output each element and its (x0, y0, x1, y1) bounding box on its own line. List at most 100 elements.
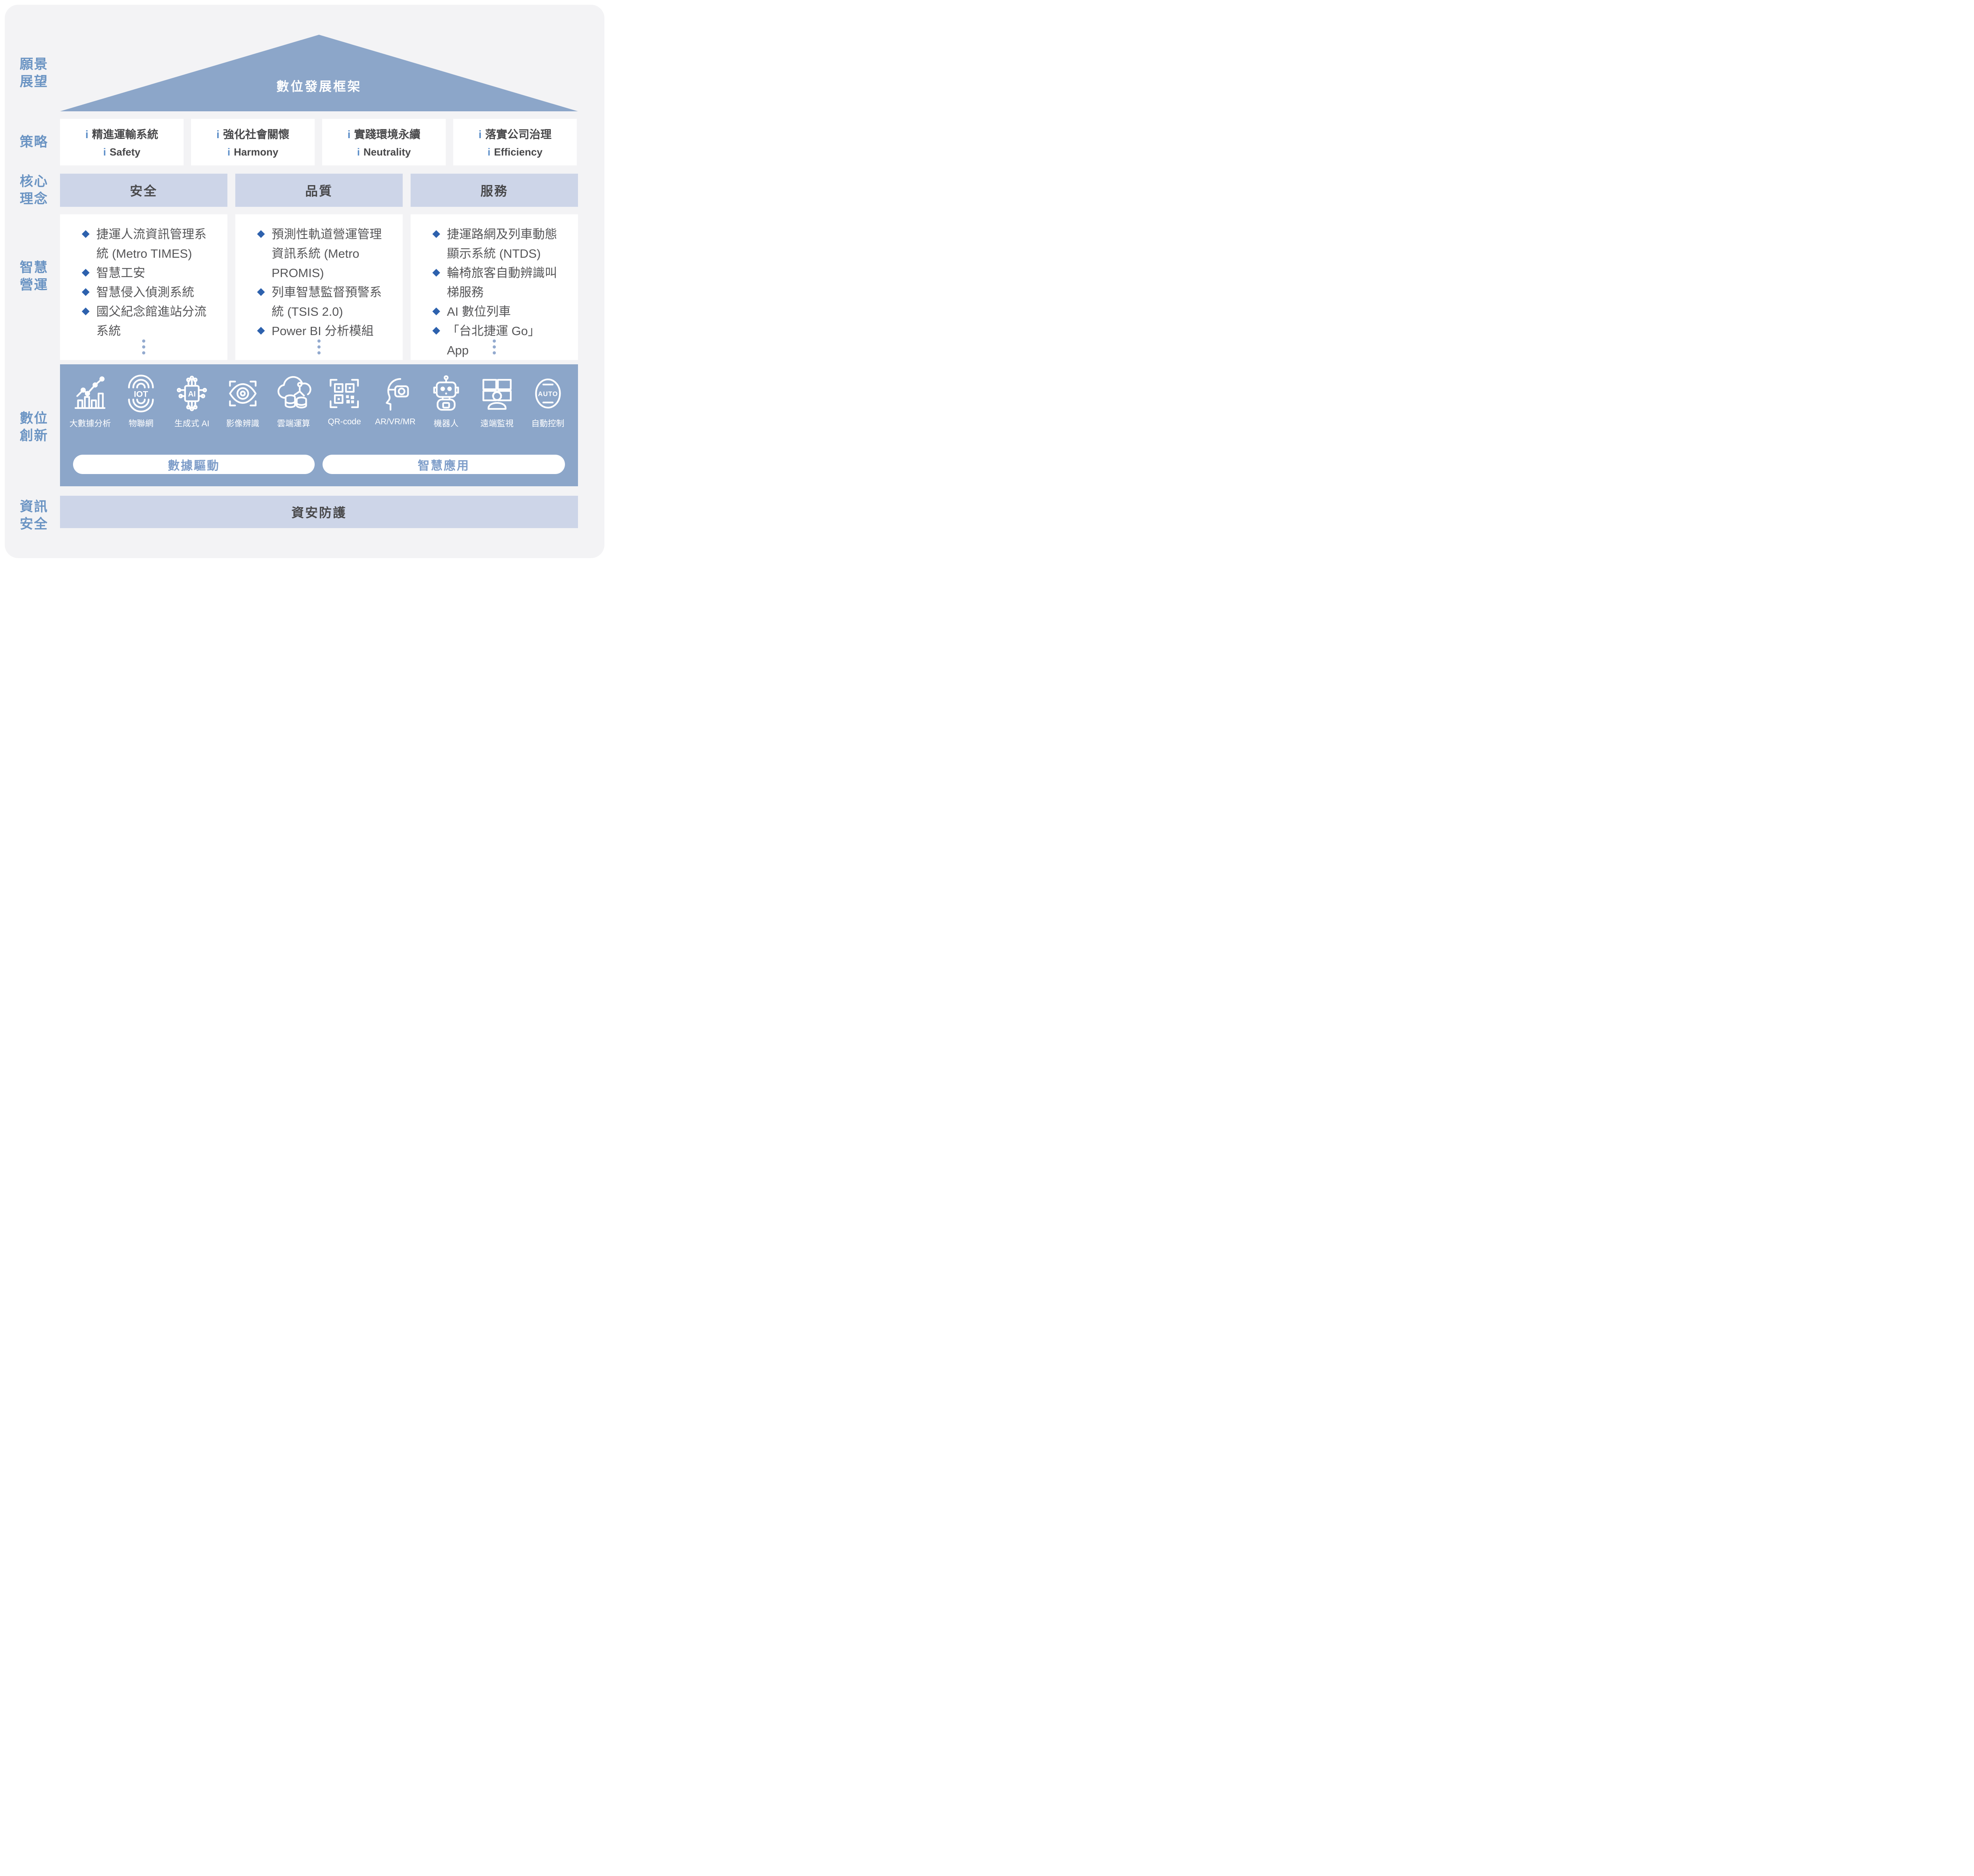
list-item: 「台北捷運 Go」App (433, 321, 558, 360)
remote-monitoring-icon (482, 379, 512, 410)
i-prefix: i (227, 146, 231, 158)
ellipsis-icon (60, 339, 227, 354)
list-item: 國父紀念館進站分流系統 (83, 302, 208, 341)
strategy-en-text: Harmony (234, 146, 278, 158)
icon-label: AR/VR/MR (375, 417, 416, 426)
icon-label: 自動控制 (531, 419, 565, 428)
i-prefix: i (216, 128, 220, 141)
side-label-line: 數位 (20, 411, 48, 426)
generative-ai-icon: AI (176, 375, 207, 411)
list-item: 智慧工安 (83, 263, 208, 283)
list-item-text: 國父紀念館進站分流系統 (96, 305, 206, 338)
side-label-line: 營運 (20, 277, 48, 292)
side-label-line: 創新 (20, 428, 48, 443)
ellipsis-icon (235, 339, 403, 354)
icon-label: 影像辨識 (226, 419, 259, 428)
side-label-smart-operations: 智慧 營運 (20, 259, 48, 294)
core-bar-service: 服務 (411, 174, 578, 207)
strategy-zh-text: 強化社會關懷 (223, 128, 289, 141)
i-prefix: i (347, 128, 351, 141)
digital-innovation-band: 大數據分析 IOT 物聯網 (60, 364, 578, 486)
i-prefix: i (487, 146, 491, 158)
side-label-line: 安全 (20, 517, 48, 532)
qr-code-icon (330, 379, 359, 408)
bullet-list: 捷運人流資訊管理系統 (Metro TIMES) 智慧工安 智慧侵入偵測系統 國… (83, 225, 208, 341)
list-item: 捷運路網及列車動態顯示系統 (NTDS) (433, 225, 558, 263)
svg-text:AUTO: AUTO (538, 391, 558, 398)
side-label-info-security: 資訊 安全 (20, 498, 48, 533)
icon-label: 生成式 AI (174, 419, 210, 428)
core-bar-safety: 安全 (60, 174, 227, 207)
list-item: 預測性軌道營運管理資訊系統 (Metro PROMIS) (258, 225, 383, 283)
list-item-text: 捷運路網及列車動態顯示系統 (NTDS) (447, 227, 557, 261)
side-label-digital-innovation: 數位 創新 (20, 410, 48, 444)
list-item: AI 數位列車 (433, 302, 558, 321)
operations-list-service: 捷運路網及列車動態顯示系統 (NTDS) 輪椅旅客自動辨識叫梯服務 AI 數位列… (411, 214, 578, 360)
strategy-en-text: Safety (109, 146, 141, 158)
icon-label: 雲端運算 (277, 419, 310, 428)
icon-label: 遠端監視 (480, 419, 514, 428)
tech-qr-code: QR-code (319, 373, 370, 429)
ellipsis-icon (411, 339, 578, 354)
tech-ar-vr-mr: AR/VR/MR (370, 373, 421, 429)
pill-smart-application: 智慧應用 (323, 455, 565, 474)
cloud-computing-icon (277, 376, 311, 409)
image-recognition-icon (229, 380, 257, 407)
list-item: 列車智慧監督預警系統 (TSIS 2.0) (258, 283, 383, 321)
list-item: Power BI 分析模組 (258, 321, 383, 341)
side-label-line: 核心 (20, 174, 48, 189)
svg-text:IOT: IOT (134, 389, 148, 399)
side-label-strategy: 策略 (20, 133, 48, 151)
technology-icons-row: 大數據分析 IOT 物聯網 (65, 373, 573, 429)
side-label-line: 理念 (20, 191, 48, 206)
side-label-line: 願景 (20, 57, 48, 72)
robot-icon (433, 375, 459, 411)
list-item: 捷運人流資訊管理系統 (Metro TIMES) (83, 225, 208, 263)
list-item-text: Power BI 分析模組 (272, 324, 374, 338)
icon-label: QR-code (328, 417, 361, 426)
ar-vr-mr-icon (386, 378, 409, 411)
tech-image-recognition: 影像辨識 (217, 373, 268, 429)
list-item-text: 列車智慧監督預警系統 (TSIS 2.0) (272, 285, 382, 319)
core-bar-quality: 品質 (235, 174, 403, 207)
side-label-line: 資訊 (20, 499, 48, 514)
strategy-zh-text: 落實公司治理 (485, 128, 552, 141)
i-prefix: i (85, 128, 88, 141)
side-label-line: 展望 (20, 74, 48, 89)
pill-data-driven: 數據驅動 (73, 455, 315, 474)
auto-control-icon: AUTO (535, 379, 561, 409)
list-item-text: 智慧工安 (96, 266, 145, 280)
list-item: 智慧侵入偵測系統 (83, 283, 208, 302)
list-item-text: 預測性軌道營運管理資訊系統 (Metro PROMIS) (272, 227, 382, 280)
operations-list-safety: 捷運人流資訊管理系統 (Metro TIMES) 智慧工安 智慧侵入偵測系統 國… (60, 214, 227, 360)
list-item-text: 智慧侵入偵測系統 (96, 285, 194, 299)
list-item: 輪椅旅客自動辨識叫梯服務 (433, 263, 558, 302)
security-protection-bar: 資安防護 (60, 496, 578, 528)
tech-auto-control: AUTO 自動控制 (522, 373, 573, 429)
icon-label: 物聯網 (128, 419, 154, 428)
side-label-line: 策略 (20, 135, 48, 150)
list-item-text: 輪椅旅客自動辨識叫梯服務 (447, 266, 557, 299)
icon-label: 大數據分析 (69, 419, 111, 428)
tech-remote-monitoring: 遠端監視 (471, 373, 522, 429)
icon-label: 機器人 (433, 419, 459, 428)
i-prefix: i (478, 128, 482, 141)
svg-text:AI: AI (188, 390, 196, 399)
bullet-list: 預測性軌道營運管理資訊系統 (Metro PROMIS) 列車智慧監督預警系統 … (258, 225, 383, 341)
tech-robot: 機器人 (421, 373, 472, 429)
digital-framework-diagram: 願景 展望 策略 核心 理念 智慧 營運 數位 創新 資訊 安全 數位發展框架 … (0, 0, 609, 563)
tech-generative-ai: AI 生成式 AI (167, 373, 218, 429)
strategy-en-text: Neutrality (363, 146, 411, 158)
strategy-en-text: Efficiency (494, 146, 543, 158)
list-item-text: 捷運人流資訊管理系統 (Metro TIMES) (96, 227, 206, 261)
